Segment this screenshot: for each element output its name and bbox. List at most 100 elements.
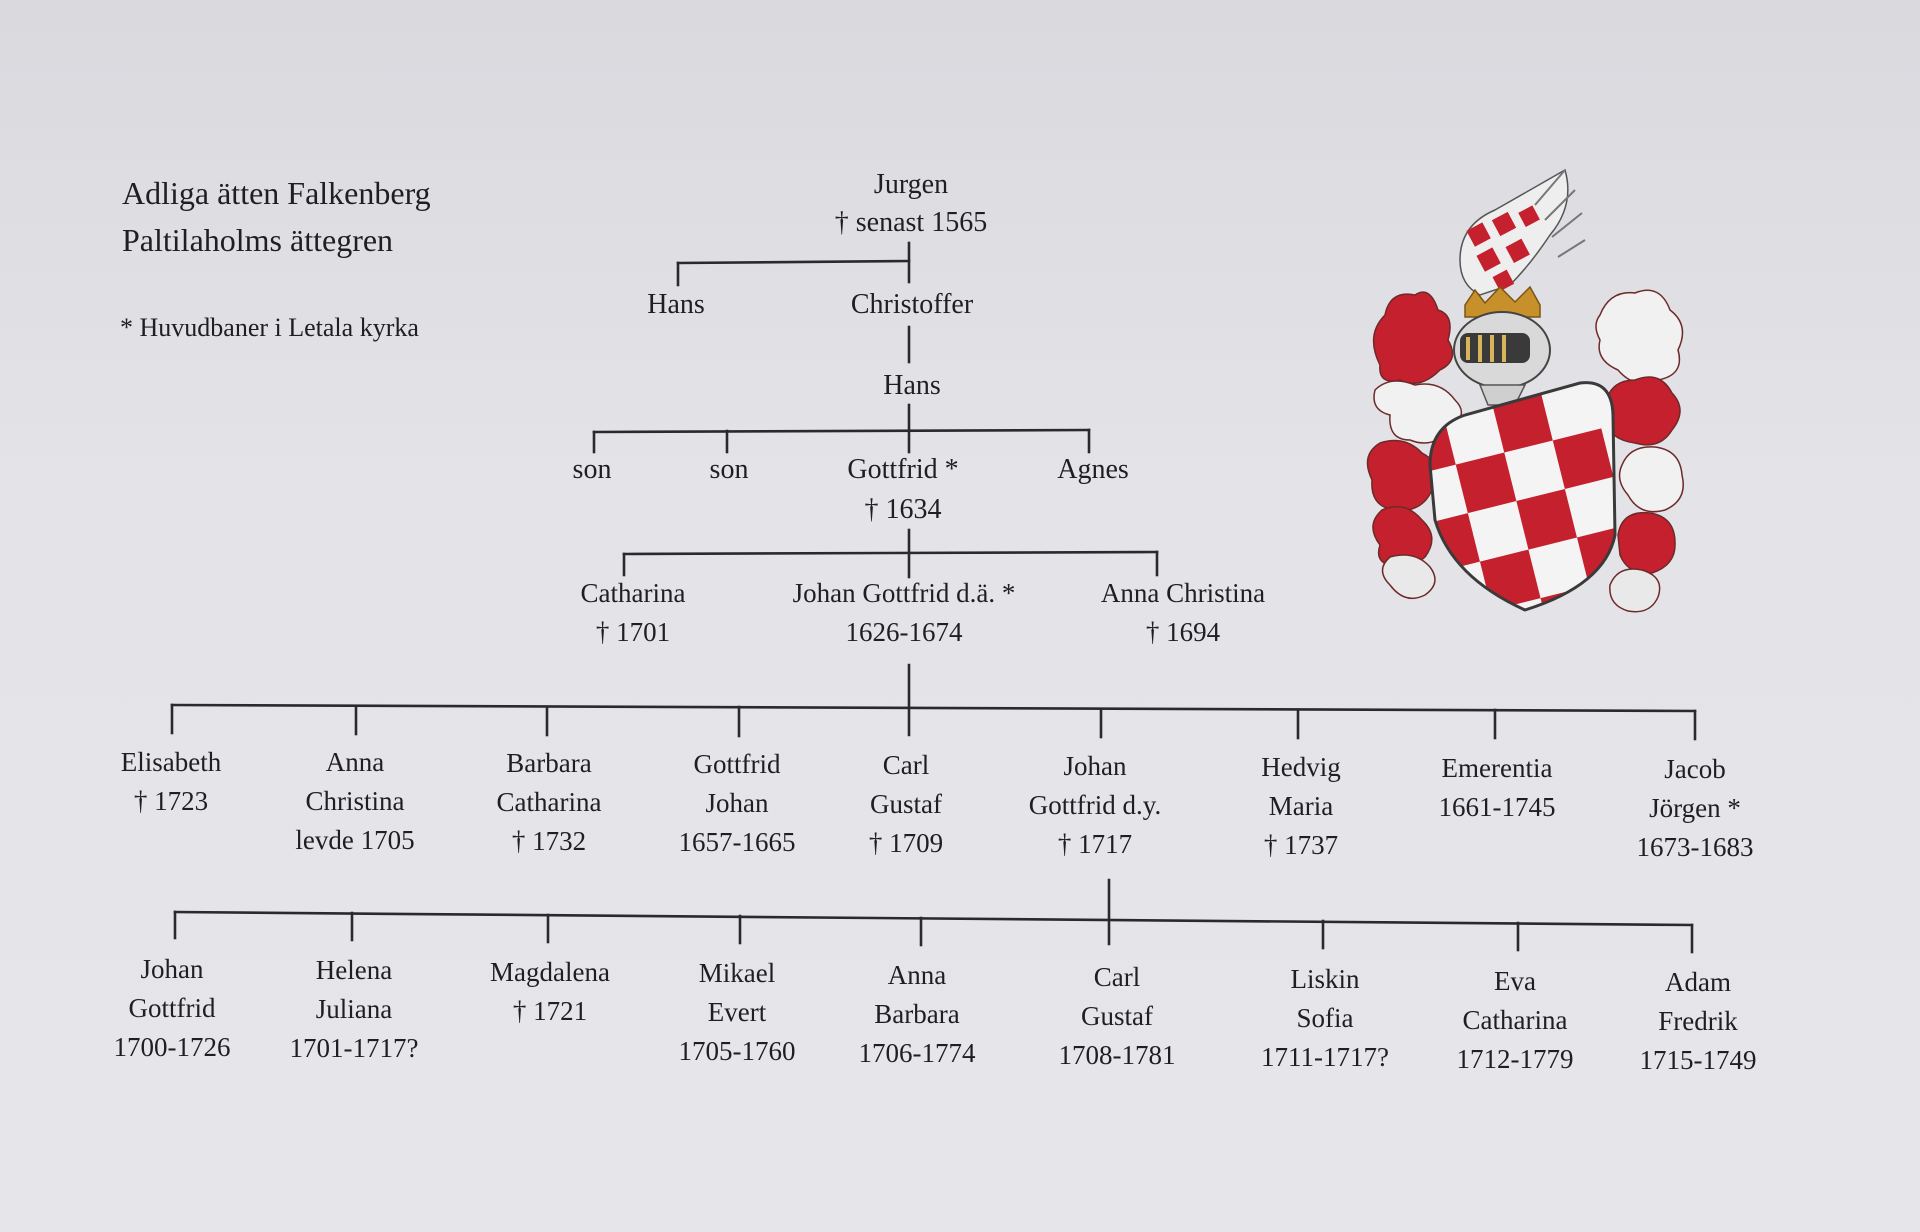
person-detail: † 1737 bbox=[1263, 830, 1339, 860]
person-detail: 1661-1745 bbox=[1438, 792, 1556, 822]
person-detail: 1657-1665 bbox=[678, 827, 796, 857]
person-node: Hans bbox=[647, 285, 705, 325]
person-name: Elisabeth bbox=[120, 747, 222, 777]
person-detail: Gustaf bbox=[1081, 1001, 1153, 1031]
heading-line-2: Paltilaholms ättegren bbox=[122, 222, 394, 258]
connector-gen2-bar bbox=[592, 428, 1091, 434]
person-detail: 1673-1683 bbox=[1636, 832, 1754, 862]
person-name: Carl bbox=[882, 750, 930, 780]
person-detail: † 1701 bbox=[595, 617, 671, 647]
person-name: Eva bbox=[1494, 966, 1536, 996]
connector-gen1-bar bbox=[676, 259, 911, 265]
person-detail: † 1694 bbox=[1145, 617, 1221, 647]
chart-heading: Adliga ätten Falkenberg Paltilaholms ätt… bbox=[122, 170, 431, 264]
person-node: Elisabeth † 1723 bbox=[121, 743, 221, 821]
person-detail: 1715-1749 bbox=[1639, 1045, 1757, 1075]
person-name: son bbox=[709, 454, 749, 485]
person-name: Emerentia bbox=[1441, 753, 1553, 783]
mantling-right bbox=[1595, 289, 1684, 613]
person-detail: † 1709 bbox=[868, 828, 944, 858]
person-name: Johan bbox=[140, 954, 204, 984]
person-detail: 1708-1781 bbox=[1058, 1040, 1176, 1070]
person-detail: 1700-1726 bbox=[113, 1032, 231, 1062]
person-name: Hedvig bbox=[1261, 752, 1341, 782]
person-detail: † 1723 bbox=[133, 786, 209, 816]
person-node: son bbox=[573, 450, 612, 490]
person-detail: Christina bbox=[305, 786, 405, 816]
person-detail: Juliana bbox=[315, 994, 393, 1024]
person-name: Gottfrid * bbox=[847, 454, 959, 485]
person-detail: Fredrik bbox=[1658, 1006, 1738, 1036]
person-node: Emerentia 1661-1745 bbox=[1439, 749, 1556, 827]
person-node: Christoffer bbox=[851, 285, 973, 325]
person-node: Johan Gottfrid d.ä. *1626-1674 bbox=[793, 574, 1016, 652]
person-name: Jurgen bbox=[873, 169, 949, 200]
coat-of-arms-icon bbox=[1366, 168, 1684, 613]
person-node: Agnes bbox=[1057, 450, 1129, 490]
connector-gen4-bar bbox=[170, 703, 1697, 713]
person-name: Gottfrid bbox=[693, 749, 781, 779]
person-detail: † 1634 bbox=[864, 494, 942, 525]
person-name: Johan Gottfrid d.ä. * bbox=[792, 578, 1016, 608]
person-name: Christoffer bbox=[850, 289, 974, 320]
person-node: Gottfrid * † 1634 bbox=[847, 450, 958, 530]
person-name: Anna bbox=[887, 960, 947, 990]
person-detail: levde 1705 bbox=[295, 825, 415, 855]
person-detail: Jörgen * bbox=[1649, 793, 1741, 823]
connector-gen5-bar bbox=[173, 910, 1694, 927]
person-node: Catharina † 1701 bbox=[581, 574, 686, 652]
person-detail: † 1721 bbox=[512, 996, 588, 1026]
person-node: son bbox=[710, 450, 749, 490]
person-detail: Maria bbox=[1268, 791, 1334, 821]
person-detail: 1706-1774 bbox=[858, 1038, 976, 1068]
person-detail: 1711-1717? bbox=[1261, 1042, 1389, 1072]
person-name: Jacob bbox=[1664, 754, 1726, 784]
person-detail: 1701-1717? bbox=[289, 1033, 419, 1063]
person-detail: 1712-1779 bbox=[1456, 1044, 1574, 1074]
person-name: Agnes bbox=[1057, 454, 1129, 485]
heading-line-1: Adliga ätten Falkenberg bbox=[122, 175, 431, 211]
person-name: Johan bbox=[1063, 751, 1127, 781]
person-node: Jurgen † senast 1565 bbox=[835, 166, 987, 242]
person-name: Liskin bbox=[1290, 964, 1360, 994]
person-name: Catharina bbox=[580, 578, 686, 608]
person-name: Adam bbox=[1665, 967, 1731, 997]
person-name: Magdalena bbox=[490, 957, 610, 987]
person-detail: Gustaf bbox=[870, 789, 942, 819]
person-name: Anna bbox=[325, 747, 385, 777]
person-name: Mikael bbox=[698, 958, 776, 988]
person-detail: Gottfrid bbox=[128, 993, 216, 1023]
person-node: Hans bbox=[883, 366, 941, 406]
person-detail: † senast 1565 bbox=[834, 207, 988, 238]
person-name: Hans bbox=[883, 370, 941, 401]
person-detail: Catharina bbox=[1462, 1005, 1568, 1035]
person-detail: Catharina bbox=[496, 787, 602, 817]
person-name: Anna Christina bbox=[1100, 578, 1266, 608]
person-name: Helena bbox=[315, 955, 393, 985]
person-name: Carl bbox=[1093, 962, 1141, 992]
person-detail: Barbara bbox=[874, 999, 960, 1029]
connector-gen3-bar bbox=[622, 550, 1159, 556]
mantling-left bbox=[1366, 291, 1463, 600]
person-detail: † 1717 bbox=[1057, 829, 1133, 859]
person-name: Barbara bbox=[506, 748, 592, 778]
crest-wing bbox=[1459, 168, 1586, 296]
helmet bbox=[1453, 311, 1551, 406]
person-detail: Sofia bbox=[1296, 1003, 1354, 1033]
person-name: Hans bbox=[647, 289, 705, 320]
